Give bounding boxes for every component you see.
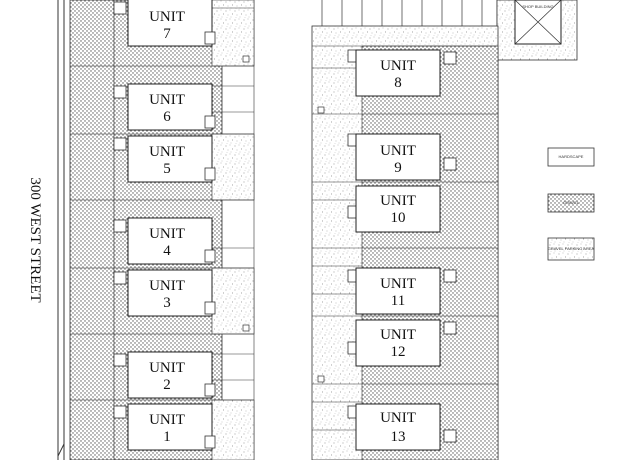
unit-12: UNIT 12 [347, 319, 457, 367]
unit-13: UNIT 13 [347, 403, 457, 451]
unit-5-number: 5 [163, 161, 171, 177]
unit-5-label: UNIT [149, 144, 185, 160]
legend-gravel-parking: GRAVEL PARKING AREA [547, 237, 595, 261]
unit-6-number: 6 [163, 109, 171, 125]
unit-6: UNIT 6 [113, 83, 216, 131]
unit-3-number: 3 [163, 295, 171, 311]
left-lot-lines [70, 7, 254, 401]
unit-10-number: 10 [391, 210, 406, 226]
unit-10: UNIT 10 [347, 185, 441, 233]
unit-11: UNIT 11 [347, 267, 457, 315]
unit-9: UNIT 9 [347, 133, 457, 181]
street-label: 300 WEST STREET [27, 177, 43, 302]
unit-8: UNIT 8 [347, 49, 457, 97]
unit-4: UNIT 4 [113, 217, 216, 265]
parking-stalls [321, 0, 498, 26]
right-block [311, 25, 499, 460]
street-curb [57, 0, 65, 460]
unit-11-label: UNIT [380, 276, 416, 292]
right-lot-lines [312, 45, 498, 431]
unit-8-label: UNIT [380, 58, 416, 74]
unit-1: UNIT 1 [113, 403, 216, 451]
unit-10-label: UNIT [380, 193, 416, 209]
right-meter-boxes [317, 106, 325, 383]
unit-11-number: 11 [391, 293, 405, 309]
unit-1-label: UNIT [149, 412, 185, 428]
unit-4-label: UNIT [149, 226, 185, 242]
unit-6-label: UNIT [149, 92, 185, 108]
legend: HARDSCAPE GRAVEL GRAVEL PARKING AREA [547, 147, 595, 261]
unit-4-number: 4 [163, 243, 171, 259]
legend-hardscape: HARDSCAPE [547, 147, 595, 167]
unit-12-number: 12 [391, 344, 406, 360]
legend-hardscape-label: HARDSCAPE [559, 154, 584, 159]
unit-3: UNIT 3 [113, 269, 216, 317]
shop-label: SHOP BUILDING [522, 4, 553, 9]
unit-1-number: 1 [163, 429, 171, 445]
unit-5: UNIT 5 [113, 135, 216, 183]
legend-gravel-label: GRAVEL [563, 200, 580, 205]
shop-building: SHOP BUILDING [496, 0, 578, 61]
unit-7-number: 7 [163, 26, 171, 42]
unit-12-label: UNIT [380, 327, 416, 343]
unit-13-label: UNIT [380, 410, 416, 426]
unit-13-number: 13 [391, 429, 406, 445]
unit-2-number: 2 [163, 377, 171, 393]
legend-gravel: GRAVEL [547, 193, 595, 213]
unit-2: UNIT 2 [113, 351, 216, 399]
unit-8-number: 8 [394, 75, 402, 91]
unit-7: UNIT 7 [113, 0, 216, 47]
unit-2-label: UNIT [149, 360, 185, 376]
unit-7-label: UNIT [149, 9, 185, 25]
legend-gravel-parking-label: GRAVEL PARKING AREA [548, 246, 595, 251]
left-meter-boxes [242, 55, 250, 332]
unit-9-number: 9 [394, 160, 402, 176]
unit-3-label: UNIT [149, 278, 185, 294]
unit-9-label: UNIT [380, 143, 416, 159]
